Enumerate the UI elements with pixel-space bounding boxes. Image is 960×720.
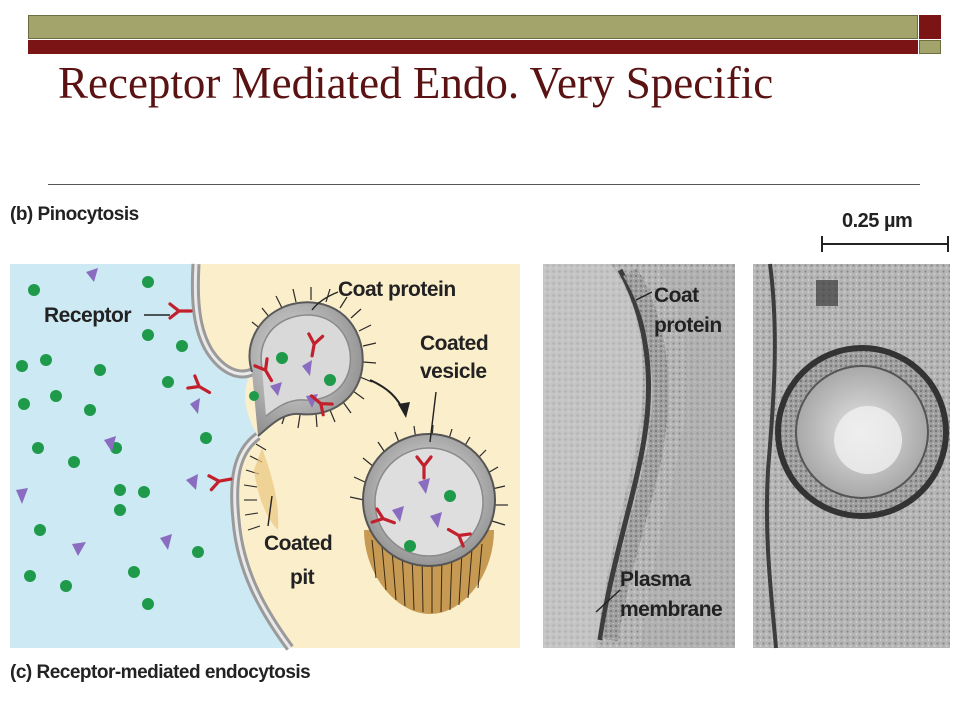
- header-bar-olive: [28, 15, 918, 39]
- scale-bar: [821, 236, 949, 252]
- ligand-triangles: [16, 268, 442, 556]
- scale-bar-label: 0.25 µm: [842, 210, 913, 232]
- label-receptor: Receptor: [44, 304, 131, 327]
- header-square-olive: [919, 40, 941, 54]
- header-square-red: [919, 15, 941, 39]
- label-coated-pit-line1: Coated: [264, 532, 332, 555]
- ligand-dots: [16, 276, 456, 610]
- title-divider: [48, 184, 920, 185]
- micro-label-coat-line2: protein: [654, 314, 722, 337]
- label-coated-vesicle-line1: Coated: [420, 332, 488, 355]
- leader-lines: [144, 291, 437, 527]
- label-coated-pit-line2: pit: [290, 566, 315, 589]
- label-coated-vesicle-line2: vesicle: [420, 360, 487, 383]
- micrograph-coated-vesicle: [753, 236, 950, 649]
- label-coat-protein: Coat protein: [338, 278, 456, 301]
- coated-vesicle: [349, 424, 508, 614]
- micro-label-coat-line1: Coat: [654, 284, 699, 307]
- slide-title: Receptor Mediated Endo. Very Specific: [58, 58, 774, 108]
- micro-label-plasma-line2: membrane: [620, 598, 722, 621]
- header-bar-red: [28, 40, 918, 54]
- caption-receptor-mediated-endocytosis: (c) Receptor-mediated endocytosis: [10, 662, 311, 683]
- micro-label-plasma-line1: Plasma: [620, 568, 691, 591]
- schematic-panel: Receptor Coat protein Coated vesicle Coa…: [10, 263, 520, 651]
- caption-pinocytosis: (b) Pinocytosis: [10, 204, 139, 225]
- micrograph-coated-pit: Coat protein Plasma membrane: [543, 264, 735, 648]
